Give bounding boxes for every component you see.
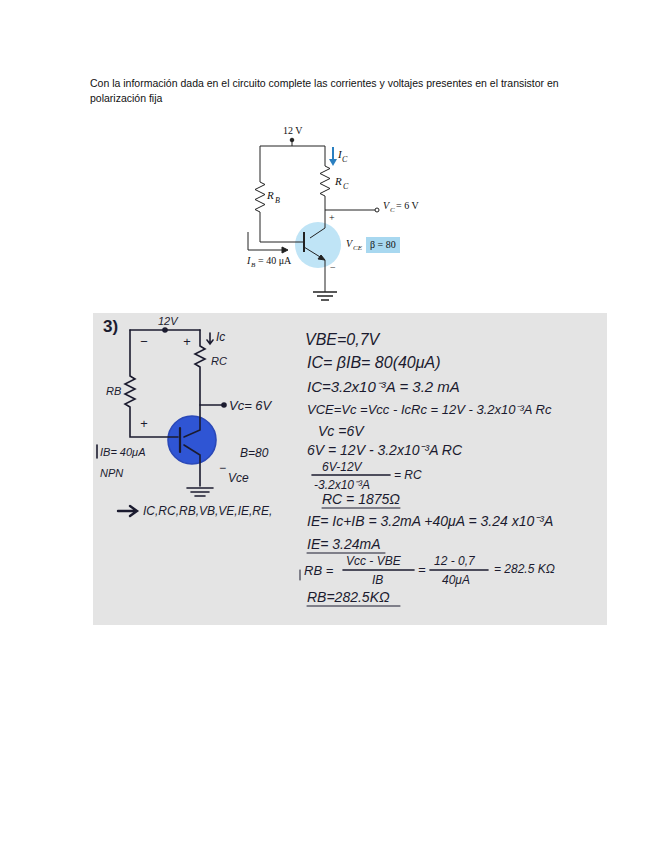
current-arrow <box>96 445 98 458</box>
circuit-label: − <box>330 263 336 273</box>
fraction-bar <box>312 474 390 476</box>
circuit-label: = 40 μA <box>258 256 291 266</box>
handwritten-note: Vc =6V <box>318 424 364 438</box>
handwritten-note: IC= βIB= 80(40μA) <box>307 355 441 371</box>
circuit-label: C <box>343 183 348 191</box>
circuit-label: = 6 V <box>396 201 419 211</box>
handwritten-note: Vce <box>228 472 249 484</box>
handwritten-note: IB= 40μA <box>100 447 145 458</box>
handwritten-note: IC=3.2x10⁻³A = 3.2 mA <box>307 379 460 394</box>
transistor-highlight <box>295 222 341 268</box>
photo-panel <box>93 313 607 625</box>
circuit-label: I <box>338 149 342 160</box>
circuit-label: R <box>267 190 274 201</box>
terminal-dot <box>222 403 226 407</box>
handwritten-note: B=80 <box>240 447 268 459</box>
resistor-symbol <box>255 146 304 242</box>
current-arrowhead <box>329 159 337 166</box>
wire <box>325 210 376 211</box>
handwritten-note: + <box>183 335 191 348</box>
current-arrow <box>248 232 282 250</box>
circuit-label: + <box>329 213 335 223</box>
circuit-label: C <box>342 156 347 164</box>
terminal-dot <box>375 208 379 212</box>
handwritten-note: RC <box>211 356 227 367</box>
circuit-label: V <box>346 239 352 249</box>
handwritten-note: VCE=Vc =Vcc - IcRc = 12V - 3.2x10⁻³A Rc <box>307 403 551 416</box>
handwritten-note: − <box>140 335 148 348</box>
instruction-title: Con la información dada en el circuito c… <box>90 76 560 106</box>
transistor-scribble <box>168 416 216 464</box>
fraction-bar <box>430 569 488 571</box>
handwritten-note: Vcc - VBE <box>346 555 401 567</box>
node-text: β = 80 <box>370 240 396 250</box>
circuit-label: V <box>383 201 389 211</box>
resistor-symbol <box>310 146 330 238</box>
handwritten-note: 3) <box>103 318 118 335</box>
circuit-label: B <box>251 262 255 269</box>
handwritten-note: = RC <box>394 469 422 481</box>
ground-symbol <box>313 292 337 300</box>
ground-symbol <box>187 488 213 496</box>
circuit-label: I <box>247 256 250 266</box>
emitter-arrow <box>318 255 325 260</box>
transistor-emitter <box>304 247 325 292</box>
handwritten-note: 6V-12V <box>322 461 362 473</box>
circuit-label: CE <box>353 245 362 252</box>
handwritten-note: = 282.5 KΩ <box>494 563 555 575</box>
handwritten-note: NPN <box>100 468 123 479</box>
handwritten-note: 40μA <box>442 574 470 586</box>
pen-mark <box>300 570 301 580</box>
handwritten-note: IE= 3.24mA <box>307 537 381 551</box>
value-box: β = 80 <box>366 237 400 253</box>
handwritten-note: = <box>418 563 426 576</box>
handwritten-note: -3.2x10⁻³A <box>314 479 370 491</box>
handwritten-note: IE= Ic+IB = 3.2mA +40μA = 3.24 x10⁻³A <box>307 514 553 528</box>
handwritten-note: RB <box>106 386 121 397</box>
handwritten-note: 12 - 0,7 <box>434 555 475 567</box>
circuit-label: B <box>275 197 280 205</box>
terminal-dot <box>290 138 294 142</box>
handwritten-note: 6V = 12V - 3.2x10⁻³A RC <box>307 443 462 457</box>
circuit-label: R <box>335 176 342 187</box>
handwritten-note: IC,RC,RB,VB,VE,IE,RE, <box>143 505 272 517</box>
wire <box>200 404 222 406</box>
handwritten-note: RB = <box>304 564 333 577</box>
handwritten-note: VBE=0,7V <box>305 332 379 348</box>
terminal-dot <box>163 328 167 332</box>
circuit-label: C <box>390 207 395 214</box>
handwritten-note: RC = 1875Ω <box>322 492 400 506</box>
resistor-symbol <box>184 330 205 437</box>
handwritten-note: IB <box>372 574 383 586</box>
transistor-base <box>303 232 305 252</box>
current-arrow <box>207 333 213 344</box>
handwritten-note: RB=282.5KΩ <box>307 590 390 604</box>
handwritten-note: − <box>219 462 226 474</box>
transistor-emitter <box>184 445 200 486</box>
handwritten-note: + <box>140 417 148 430</box>
pointer-scribble <box>118 506 137 516</box>
circuit-label: 12 V <box>283 126 303 136</box>
fraction-bar <box>343 569 414 571</box>
handwritten-note: Ic <box>216 331 225 343</box>
current-arrow <box>332 147 334 161</box>
transistor-base <box>179 428 181 452</box>
handwritten-note: 12V <box>158 316 178 327</box>
handwritten-note: Vc= 6V <box>229 399 271 412</box>
current-arrowhead <box>282 247 288 253</box>
resistor-symbol <box>125 330 178 437</box>
